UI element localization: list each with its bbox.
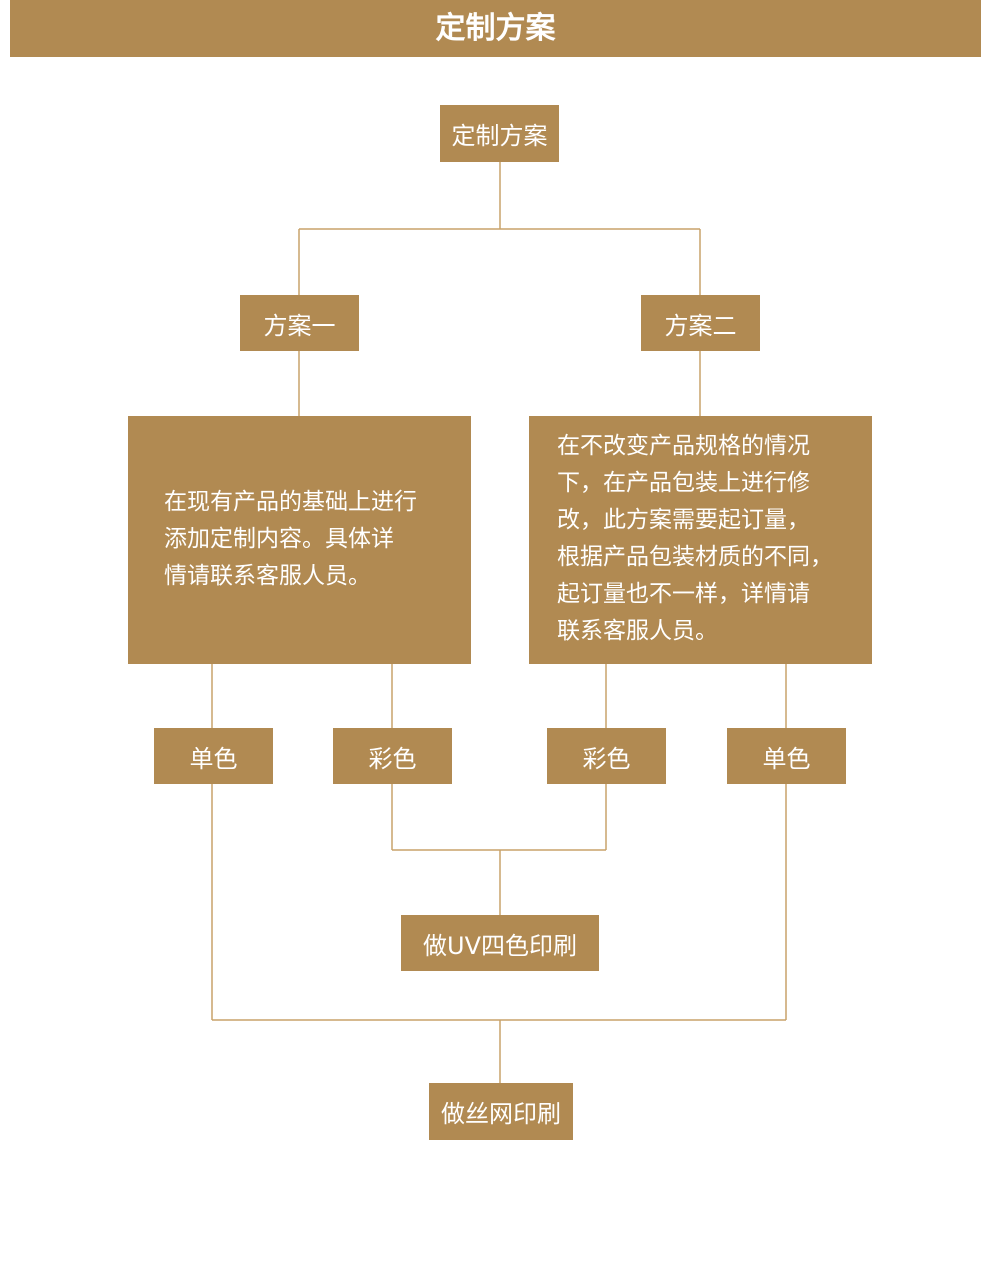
plan2-desc-line: 下，在产品包装上进行修 — [557, 470, 810, 496]
plan2-color-node: 彩色 — [547, 728, 666, 784]
plan2-desc-line: 联系客服人员。 — [557, 618, 718, 644]
plan2-desc-line: 根据产品包装材质的不同， — [557, 544, 833, 570]
plan1-desc-line: 情请联系客服人员。 — [164, 563, 371, 589]
plan2-mono-node: 单色 — [727, 728, 846, 784]
plan1-node: 方案一 — [240, 295, 359, 351]
plan1-color-node: 彩色 — [333, 728, 452, 784]
uv-print-node: 做UV四色印刷 — [401, 915, 599, 971]
plan2-description: 在不改变产品规格的情况 下，在产品包装上进行修 改，此方案需要起订量， 根据产品… — [529, 416, 872, 664]
plan1-mono-node: 单色 — [154, 728, 273, 784]
plan1-desc-line: 添加定制内容。具体详 — [164, 526, 394, 552]
plan2-desc-line: 改，此方案需要起订量， — [557, 507, 810, 533]
plan1-description: 在现有产品的基础上进行 添加定制内容。具体详 情请联系客服人员。 — [128, 416, 471, 664]
plan2-node: 方案二 — [641, 295, 760, 351]
page-title: 定制方案 — [10, 0, 981, 57]
plan2-desc-line: 起订量也不一样，详情请 — [557, 581, 810, 607]
silk-print-node: 做丝网印刷 — [429, 1083, 573, 1140]
plan2-desc-line: 在不改变产品规格的情况 — [557, 433, 810, 459]
root-node: 定制方案 — [440, 105, 559, 162]
plan1-desc-line: 在现有产品的基础上进行 — [164, 489, 417, 515]
